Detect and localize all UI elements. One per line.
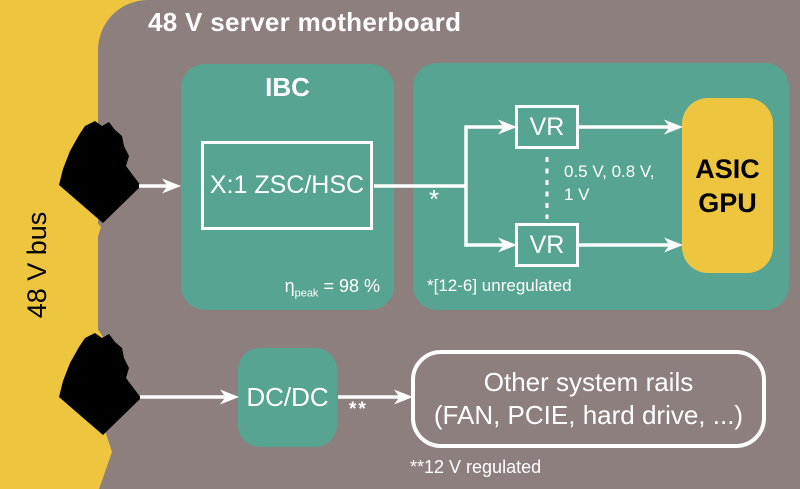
dcdc-label: DC/DC — [246, 382, 329, 412]
efficiency-value: = 98 % — [323, 276, 380, 296]
regulated-footnote: **12 V regulated — [410, 457, 542, 477]
other-rails-line2: (FAN, PCIE, hard drive, ...) — [433, 400, 744, 430]
asic-label-line2: GPU — [698, 187, 757, 218]
asic-gpu-block: ASIC GPU — [682, 98, 773, 273]
ibc-block: IBC — [181, 64, 394, 310]
rail-voltages-label: 0.5 V, 0.8 V, 1 V — [564, 160, 654, 206]
zsc-hsc-converter-label: X:1 ZSC/HSC — [209, 171, 365, 199]
unregulated-footnote: *[12-6] unregulated — [427, 276, 572, 295]
efficiency-subscript: peak — [294, 287, 319, 300]
zsc-hsc-converter-box: X:1 ZSC/HSC — [201, 141, 373, 230]
efficiency-symbol: η — [284, 276, 295, 296]
dcdc-block: DC/DC — [238, 348, 337, 447]
vr-bottom-box: VR — [515, 223, 579, 267]
rail-voltages-line2: 1 V — [564, 185, 590, 204]
peak-efficiency-label: ηpeak = 98 % — [235, 276, 380, 300]
diagram-title: 48 V server motherboard — [148, 7, 462, 37]
vr-bottom-label: VR — [529, 230, 565, 259]
asic-label-line1: ASIC — [695, 153, 760, 184]
ibc-block-title: IBC — [265, 72, 310, 102]
unregulated-branch-marker: * — [429, 184, 440, 214]
vr-top-label: VR — [529, 112, 565, 141]
vr-top-box: VR — [515, 105, 579, 149]
bus-label: 48 V bus — [22, 211, 52, 319]
rail-voltages-line1: 0.5 V, 0.8 V, — [564, 162, 655, 181]
regulated-output-marker: ** — [349, 399, 368, 420]
other-rails-block: Other system rails (FAN, PCIE, hard driv… — [411, 350, 766, 448]
other-rails-line1: Other system rails — [483, 367, 694, 397]
